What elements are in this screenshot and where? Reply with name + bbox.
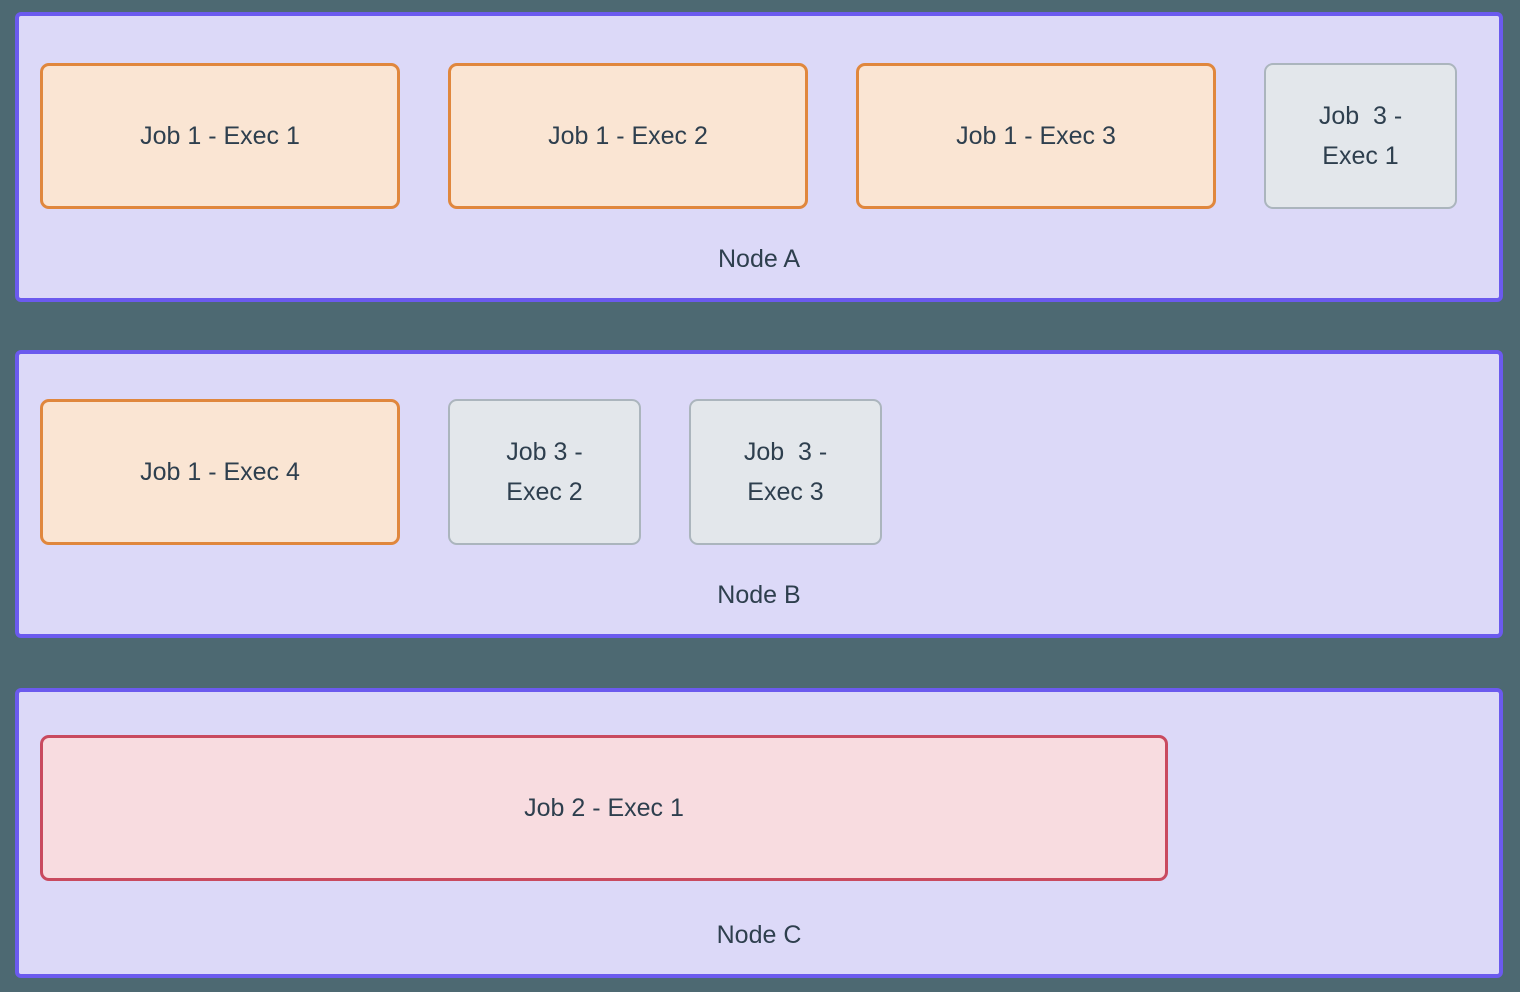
executor-job3-exec2: Job 3 - Exec 2 — [448, 399, 641, 545]
executor-job1-exec3: Job 1 - Exec 3 — [856, 63, 1216, 209]
executor-job2-exec1: Job 2 - Exec 1 — [40, 735, 1168, 881]
executor-job1-exec2: Job 1 - Exec 2 — [448, 63, 808, 209]
node-c-label: Node C — [716, 921, 802, 949]
node-c-container: Job 2 - Exec 1 Node C — [15, 688, 1503, 978]
executor-job3-exec1: Job 3 - Exec 1 — [1264, 63, 1457, 209]
node-a-executors: Job 1 - Exec 1 Job 1 - Exec 2 Job 1 - Ex… — [40, 63, 1457, 209]
node-b-executors: Job 1 - Exec 4 Job 3 - Exec 2 Job 3 - Ex… — [40, 399, 882, 545]
node-b-label: Node B — [717, 581, 801, 609]
node-a-label: Node A — [717, 245, 800, 273]
node-a-container: Job 1 - Exec 1 Job 1 - Exec 2 Job 1 - Ex… — [15, 12, 1503, 302]
executor-job3-exec3: Job 3 - Exec 3 — [689, 399, 882, 545]
executor-job1-exec1: Job 1 - Exec 1 — [40, 63, 400, 209]
node-b-container: Job 1 - Exec 4 Job 3 - Exec 2 Job 3 - Ex… — [15, 350, 1503, 638]
node-c-executors: Job 2 - Exec 1 — [40, 735, 1168, 881]
executor-job1-exec4: Job 1 - Exec 4 — [40, 399, 400, 545]
